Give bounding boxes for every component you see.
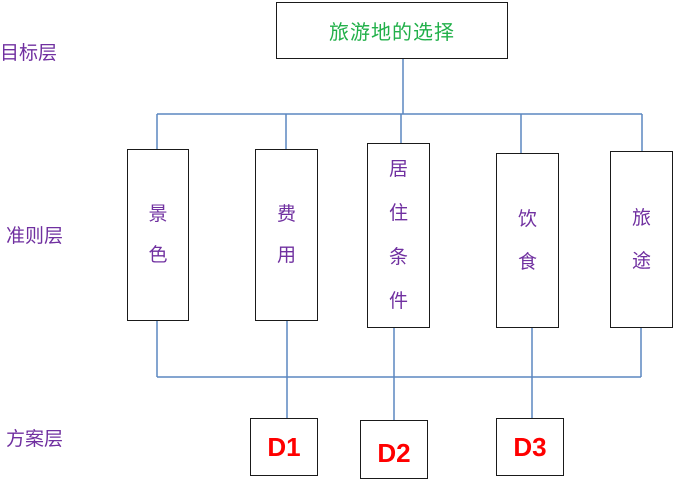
layer-label-criteria: 准则层 [6,225,64,247]
criteria-char: 住 [388,202,408,224]
layer-label-goal: 目标层 [0,42,58,64]
criteria-label-accommodation: 居住条件 [389,160,408,311]
criteria-char: 条 [388,246,408,268]
alternative-label-d3: D3 [513,431,547,462]
layer-label-alternatives: 方案层 [6,428,64,450]
criteria-char: 景 [148,203,168,225]
criteria-char: 旅 [631,206,651,229]
criteria-char: 色 [148,244,168,266]
alternative-label-d2: D2 [377,438,411,468]
criteria-char: 饮 [517,207,537,230]
criteria-node-scenery: 景色 [127,149,189,321]
criteria-char: 途 [631,249,651,272]
criteria-char: 费 [276,203,296,225]
goal-node: 旅游地的选择 [276,2,508,59]
criteria-char: 件 [388,290,408,312]
alternative-node-d3: D3 [496,418,564,476]
goal-label: 旅游地的选择 [329,20,455,44]
alternative-node-d1: D1 [250,418,318,476]
criteria-char: 用 [276,244,296,266]
alternative-label-d1: D1 [267,431,301,462]
criteria-node-cost: 费用 [255,149,318,321]
criteria-node-travel: 旅途 [610,151,673,328]
criteria-label-food: 饮食 [517,207,537,273]
criteria-char: 居 [388,158,408,180]
criteria-char: 食 [517,250,537,273]
criteria-label-scenery: 景色 [148,205,167,265]
criteria-node-accommodation: 居住条件 [367,143,430,328]
criteria-label-travel: 旅途 [631,206,651,272]
criteria-node-food: 饮食 [496,153,559,328]
criteria-label-cost: 费用 [277,205,296,265]
alternative-node-d2: D2 [360,420,428,479]
